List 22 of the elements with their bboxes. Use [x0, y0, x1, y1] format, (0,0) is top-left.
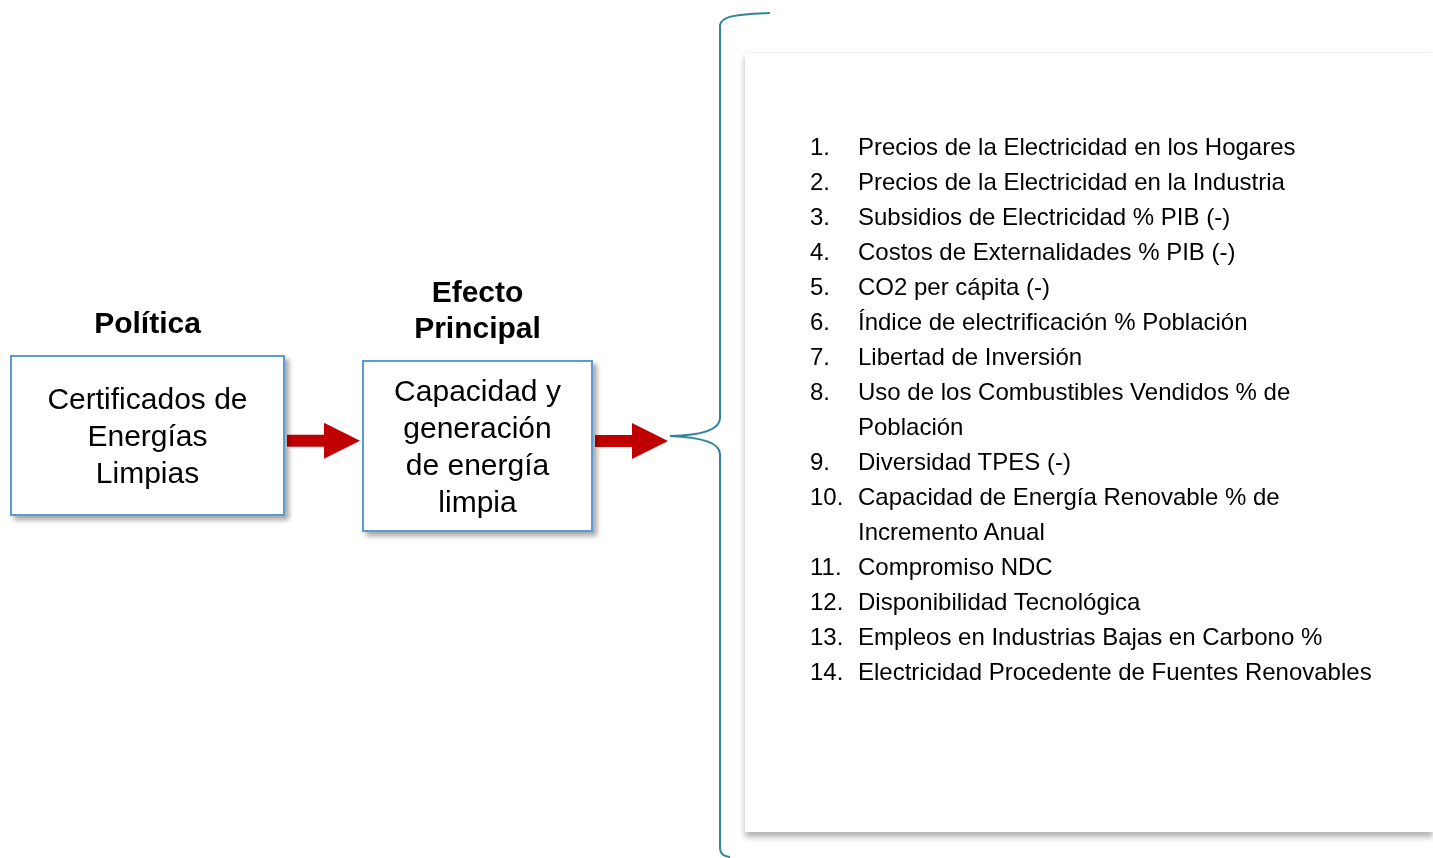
list-item: 10. Capacidad de Energía Renovable % de Incremento Anual	[810, 482, 1281, 547]
list-item: 7. Libertad de Inversión	[810, 342, 1084, 372]
list-item: 8. Uso de los Combustibles Vendidos % de Población	[810, 377, 1292, 442]
list-item: 4. Costos de Externalidades % PIB (-)	[810, 237, 1237, 267]
curly-brace	[668, 10, 772, 858]
list-item: 3. Subsidios de Electricidad % PIB (-)	[810, 202, 1232, 232]
list-item: 13. Empleos en Industrias Bajas en Carbono %	[810, 622, 1324, 652]
box-text: Capacidad y generación de energía limpia	[393, 373, 562, 520]
list-item: 12. Disponibilidad Tecnológica	[810, 587, 1142, 617]
list-item: 2. Precios de la Electricidad en la Industria	[810, 167, 1286, 197]
list-item: 5. CO2 per cápita (-)	[810, 272, 1052, 302]
arrow	[595, 423, 668, 459]
box-heading: Política	[93, 305, 202, 341]
list-item: 6. Índice de electrificación % Población	[810, 307, 1249, 337]
list-panel	[745, 52, 1433, 832]
list-item: 9. Diversidad TPES (-)	[810, 447, 1072, 477]
box-text: Certificados de Energías Limpias	[46, 381, 249, 491]
list-item: 1. Precios de la Electricidad en los Hogares	[810, 132, 1297, 162]
arrow	[287, 422, 360, 459]
list-item: 14. Electricidad Procedente de Fuentes Renovables	[810, 657, 1373, 687]
box-heading: Efecto Principal	[413, 274, 542, 346]
list-item: 11. Compromiso NDC	[810, 552, 1054, 582]
